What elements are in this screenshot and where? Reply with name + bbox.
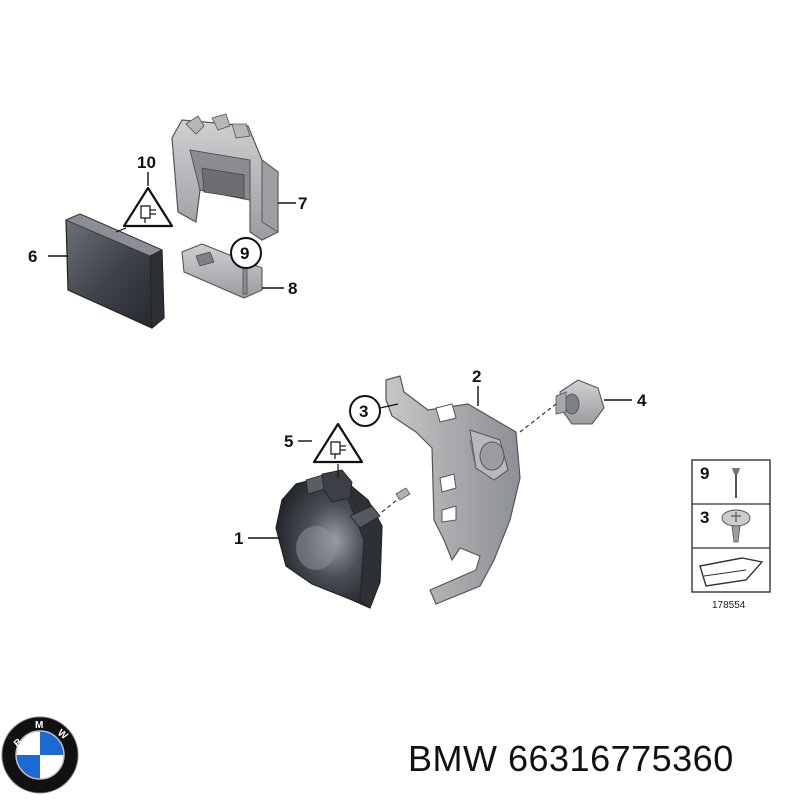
callout-2: 2 bbox=[472, 367, 481, 386]
callout-5: 5 bbox=[284, 432, 293, 451]
callout-4: 4 bbox=[637, 391, 647, 410]
callout-8: 8 bbox=[288, 279, 297, 298]
callout-7: 7 bbox=[298, 194, 307, 213]
callout-6: 6 bbox=[28, 247, 37, 266]
legend-label-3: 3 bbox=[700, 508, 709, 527]
part-8-mounting-plate bbox=[181, 243, 263, 299]
screw-icon bbox=[721, 509, 751, 543]
callout-9: 9 bbox=[240, 244, 249, 263]
callout-1: 1 bbox=[234, 529, 243, 548]
leader-line-3 bbox=[379, 403, 399, 409]
svg-text:M: M bbox=[35, 720, 43, 731]
callout-10: 10 bbox=[137, 153, 156, 172]
part-4-clip-nut bbox=[555, 379, 605, 425]
legend-label-9: 9 bbox=[700, 464, 709, 483]
arrow-icon bbox=[699, 557, 764, 587]
warning-triangle-5 bbox=[312, 422, 364, 464]
part-2-metal-bracket bbox=[385, 375, 521, 605]
fastener-legend bbox=[691, 459, 771, 593]
leader-line-10b bbox=[115, 227, 127, 233]
figure-number: 178554 bbox=[712, 600, 746, 611]
assembly-line-4 bbox=[519, 403, 557, 433]
warning-triangle-10 bbox=[122, 186, 174, 228]
pin-icon bbox=[732, 468, 740, 498]
part-number-title: BMW 66316775360 bbox=[408, 738, 734, 779]
bmw-logo: B M W bbox=[1, 716, 79, 794]
part-6-control-module bbox=[64, 213, 165, 329]
bolt-1 bbox=[395, 487, 411, 501]
callout-circle-9 bbox=[230, 237, 262, 269]
part-1-sensor bbox=[275, 469, 383, 609]
callout-circle-3 bbox=[349, 395, 381, 427]
part-7-holder-frame bbox=[171, 113, 279, 241]
callout-3: 3 bbox=[359, 402, 368, 421]
